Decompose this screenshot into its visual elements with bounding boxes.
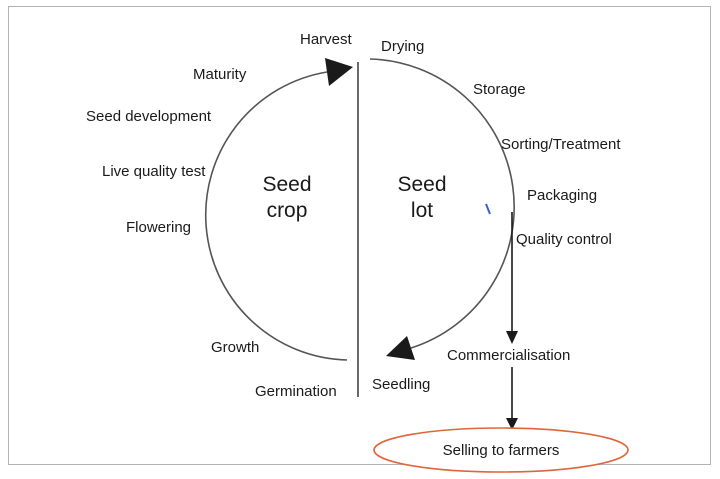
- seed-lot-label: Seed lot: [397, 173, 447, 223]
- diagram-border: [8, 6, 711, 465]
- selling-to-farmers-label: Selling to farmers: [442, 442, 560, 459]
- label-live-quality-test: Live quality test: [102, 163, 206, 180]
- seedling-arrowhead-icon: [386, 336, 415, 360]
- seed-lot-arc: [369, 58, 515, 349]
- label-growth: Growth: [211, 339, 260, 356]
- label-seedling: Seedling: [372, 376, 431, 393]
- blue-tick-mark: [485, 203, 491, 215]
- label-seed-development: Seed development: [86, 108, 212, 125]
- seed-crop-label: Seed crop: [262, 173, 312, 223]
- label-commercialisation: Commercialisation: [447, 347, 571, 364]
- arrow-to-selling-head-icon: [506, 418, 518, 430]
- arrow-to-commercialisation-head-icon: [506, 331, 518, 344]
- harvest-arrowhead-icon: [325, 58, 353, 86]
- label-storage: Storage: [473, 81, 526, 98]
- label-packaging: Packaging: [527, 187, 598, 204]
- selling-ellipse: [373, 427, 629, 473]
- label-sorting-treatment: Sorting/Treatment: [501, 136, 621, 153]
- label-flowering: Flowering: [126, 219, 192, 236]
- label-quality-control: Quality control: [516, 231, 612, 248]
- label-maturity: Maturity: [193, 66, 247, 83]
- label-germination: Germination: [255, 383, 337, 400]
- seed-crop-arc: [204, 71, 348, 361]
- label-harvest: Harvest: [300, 31, 352, 48]
- label-drying: Drying: [381, 38, 425, 55]
